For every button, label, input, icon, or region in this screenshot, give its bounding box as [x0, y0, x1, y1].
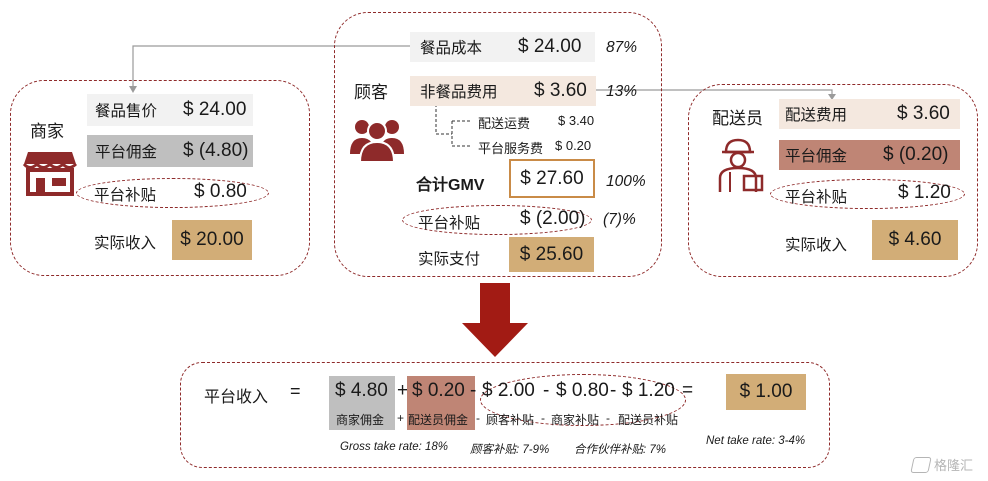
merchant-subsidy-value: $ 0.80 [194, 181, 247, 202]
food-cost-value: $ 24.00 [518, 36, 582, 57]
courier-income-value: $ 4.60 [888, 229, 942, 250]
eq2: = [682, 380, 694, 401]
customer-subsidy-note: 顾客补贴: 7-9% [470, 444, 550, 456]
store-icon [22, 152, 78, 196]
watermark-logo-icon [910, 456, 932, 473]
sub-op-2: - [476, 411, 480, 425]
term3-value: $ 2.00 [482, 380, 535, 401]
courier-icon [718, 138, 764, 192]
merchant-food-price-value: $ 24.00 [183, 99, 247, 120]
courier-commission-label: 平台佣金 [785, 148, 848, 165]
nonfood-row: 非餐品费用 $ 3.60 [410, 76, 596, 106]
courier-subsidy-value: $ 1.20 [898, 182, 951, 203]
customer-subsidy-value: $ (2.00) [520, 208, 586, 229]
delivery-fee-value: $ 3.40 [558, 113, 595, 128]
nonfood-value: $ 3.60 [534, 80, 587, 101]
food-cost-label: 餐品成本 [420, 40, 483, 57]
courier-income-box: $ 4.60 [872, 220, 958, 260]
sub-op-3: - [541, 411, 545, 425]
nonfood-label: 非餐品费用 [420, 84, 498, 101]
food-cost-row: 餐品成本 $ 24.00 [410, 32, 595, 62]
customer-title: 顾客 [354, 83, 388, 102]
paid-value: $ 25.60 [519, 243, 584, 265]
customer-subsidy-label: 平台补贴 [418, 215, 481, 232]
platform-result-value: $ 1.00 [739, 381, 793, 402]
merchant-income-label: 实际收入 [94, 235, 157, 252]
delivery-fee-label: 配送运费 [478, 116, 531, 131]
op2: - [470, 380, 477, 401]
term4-value: $ 0.80 [556, 380, 609, 401]
term5-value: $ 1.20 [622, 380, 675, 401]
platform-result-box: $ 1.00 [726, 374, 806, 410]
courier-commission-row: 平台佣金 $ (0.20) [779, 140, 960, 170]
term-merchant-commission [329, 376, 395, 430]
merchant-food-price-label: 餐品售价 [95, 103, 158, 120]
courier-fee-label: 配送费用 [785, 107, 848, 124]
op1: + [397, 380, 409, 401]
gmv-value: $ 27.60 [520, 167, 584, 189]
merchant-food-price-row: 餐品售价 $ 24.00 [87, 94, 253, 126]
merchant-commission-value: $ (4.80) [183, 140, 249, 161]
paid-box: $ 25.60 [509, 237, 594, 272]
merchant-income-box: $ 20.00 [172, 220, 252, 260]
sub-op-4: - [606, 411, 610, 425]
op4: - [610, 380, 617, 401]
term-courier-commission [407, 376, 475, 430]
watermark-text: 格隆汇 [934, 458, 974, 473]
nonfood-pct: 13% [606, 83, 638, 100]
customer-panel [334, 12, 662, 277]
courier-panel [688, 84, 978, 277]
service-fee-label: 平台服务费 [478, 141, 544, 156]
gmv-pct: 100% [606, 173, 646, 190]
sub-label-2: 配送员佣金 [408, 413, 469, 427]
merchant-income-value: $ 20.00 [180, 229, 244, 250]
fee-breakdown-bracket [435, 104, 452, 135]
food-cost-to-merchant-connector [132, 45, 410, 88]
sub-label-4: 商家补贴 [551, 413, 600, 427]
gmv-box: $ 27.60 [509, 159, 595, 198]
gmv-label: 合计GMV [416, 177, 485, 194]
courier-income-label: 实际收入 [785, 237, 848, 254]
customer-subsidy-pct: (7)% [603, 211, 636, 228]
merchant-title: 商家 [30, 122, 64, 141]
courier-subsidy-label: 平台补贴 [785, 189, 848, 206]
sub-label-3: 顾客补贴 [486, 413, 535, 427]
merchant-subsidy-oval [76, 178, 269, 208]
merchant-panel [10, 80, 310, 276]
platform-income-label: 平台收入 [204, 389, 269, 406]
merchant-subsidy-label: 平台补贴 [94, 187, 157, 204]
courier-title: 配送员 [712, 109, 763, 128]
customer-subsidy-oval [402, 205, 592, 235]
subsidy-terms-oval [480, 374, 686, 426]
platform-income-panel [180, 362, 830, 468]
sub-label-5: 配送员补贴 [618, 413, 679, 427]
paid-label: 实际支付 [418, 251, 481, 268]
op3: - [543, 380, 550, 401]
net-take-rate-note: Net take rate: 3-4% [706, 435, 806, 447]
food-cost-pct: 87% [606, 39, 638, 56]
term2-value: $ 0.20 [412, 380, 465, 401]
term1-value: $ 4.80 [335, 380, 388, 401]
courier-fee-value: $ 3.60 [897, 103, 950, 124]
sub-op-1: + [397, 411, 405, 425]
gross-take-rate-note: Gross take rate: 18% [340, 441, 449, 453]
merchant-commission-row: 平台佣金 $ (4.80) [87, 135, 253, 167]
watermark: 格隆汇 [910, 455, 974, 474]
merchant-commission-label: 平台佣金 [95, 144, 158, 161]
platform-eq-sign: = [290, 381, 301, 401]
sub-label-1: 商家佣金 [336, 413, 385, 427]
down-arrow-icon [462, 283, 528, 357]
courier-commission-value: $ (0.20) [883, 144, 949, 165]
courier-fee-row: 配送费用 $ 3.60 [779, 99, 960, 129]
service-fee-value: $ 0.20 [555, 138, 592, 153]
partner-subsidy-note: 合作伙伴补贴: 7% [574, 444, 667, 456]
people-icon [350, 120, 404, 162]
courier-subsidy-oval [770, 179, 965, 209]
